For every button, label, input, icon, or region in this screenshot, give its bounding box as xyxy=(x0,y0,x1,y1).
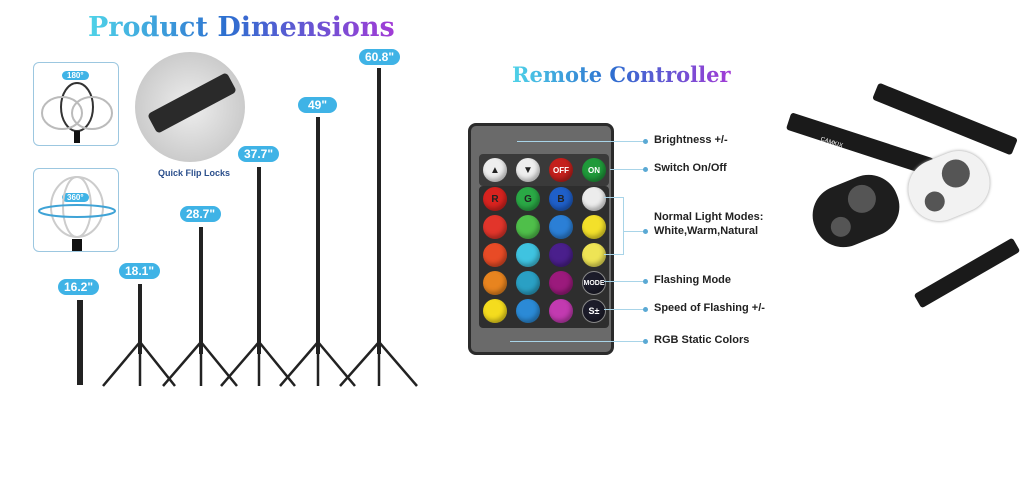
label-switch: Switch On/Off xyxy=(654,162,727,174)
color-button[interactable] xyxy=(549,271,573,295)
stand-pole xyxy=(199,227,203,354)
height-badge: 37.7" xyxy=(238,146,280,162)
black-shutter-remote xyxy=(803,165,909,257)
height-badge: 60.8" xyxy=(359,49,401,65)
ring-light-tilt-icon xyxy=(41,82,113,143)
color-button[interactable] xyxy=(582,187,606,211)
label-flashing-mode: Flashing Mode xyxy=(654,274,731,286)
label-dot xyxy=(643,229,648,234)
label-normal-modes: Normal Light Modes: xyxy=(654,211,764,223)
stand-pole xyxy=(77,300,83,385)
color-button[interactable] xyxy=(582,215,606,239)
height-badge: 28.7" xyxy=(180,206,222,222)
color-button[interactable] xyxy=(549,215,573,239)
stand-pole xyxy=(377,68,381,354)
color-button[interactable] xyxy=(516,271,540,295)
tilt-180-image: 180° xyxy=(33,62,119,146)
color-button[interactable]: G xyxy=(516,187,540,211)
label-dot xyxy=(643,339,648,344)
brightness-up-button[interactable]: ▲ xyxy=(483,158,507,182)
bluetooth-shutter-remotes-image: CAMKIX xyxy=(780,82,1024,309)
color-button[interactable] xyxy=(516,243,540,267)
label-brightness: Brightness +/- xyxy=(654,134,728,146)
height-badge: 16.2" xyxy=(58,279,100,295)
label-dot xyxy=(643,279,648,284)
mode-button[interactable]: MODE xyxy=(582,271,606,295)
tripod-legs-icon xyxy=(102,341,418,387)
color-button[interactable]: B xyxy=(549,187,573,211)
height-badge: 18.1" xyxy=(119,263,161,279)
height-badge: 49" xyxy=(298,97,338,113)
stand-pole xyxy=(316,117,320,354)
quick-flip-locks-caption: Quick Flip Locks xyxy=(158,168,231,178)
color-button[interactable] xyxy=(516,215,540,239)
ring-light-rotate-icon xyxy=(38,176,116,251)
color-button[interactable] xyxy=(549,243,573,267)
remote-title: Remote Controller xyxy=(512,62,731,87)
connector-bracket xyxy=(604,197,624,255)
color-button[interactable] xyxy=(516,299,540,323)
color-button[interactable] xyxy=(483,299,507,323)
label-rgb-static: RGB Static Colors xyxy=(654,334,750,346)
on-button[interactable]: ON xyxy=(582,158,606,182)
rotation-360-badge: 360° xyxy=(62,193,89,202)
color-button[interactable] xyxy=(483,271,507,295)
connector-line xyxy=(510,341,647,342)
flip-locks-icon xyxy=(147,72,237,134)
connector-line xyxy=(604,281,647,282)
label-flashing-speed: Speed of Flashing +/- xyxy=(654,302,765,314)
connector-line xyxy=(610,169,647,170)
color-button[interactable] xyxy=(549,299,573,323)
quick-flip-locks-image xyxy=(135,52,245,162)
label-dot xyxy=(643,167,648,172)
connector-line xyxy=(604,309,647,310)
dimensions-title: Product Dimensions xyxy=(88,12,395,43)
color-button[interactable] xyxy=(483,243,507,267)
label-dot xyxy=(643,307,648,312)
off-button[interactable]: OFF xyxy=(549,158,573,182)
stand-pole xyxy=(138,284,142,354)
color-button[interactable] xyxy=(582,243,606,267)
rotate-360-image: 360° xyxy=(33,168,119,252)
connector-line xyxy=(624,231,647,232)
rotation-180-badge: 180° xyxy=(62,71,89,80)
color-button[interactable]: R xyxy=(483,187,507,211)
label-normal-modes-list: White,Warm,Natural xyxy=(654,225,759,237)
brightness-down-button[interactable]: ▼ xyxy=(516,158,540,182)
connector-line xyxy=(517,141,647,142)
speed-button[interactable]: S± xyxy=(582,299,606,323)
stand-pole xyxy=(257,167,261,354)
label-dot xyxy=(643,139,648,144)
color-button[interactable] xyxy=(483,215,507,239)
